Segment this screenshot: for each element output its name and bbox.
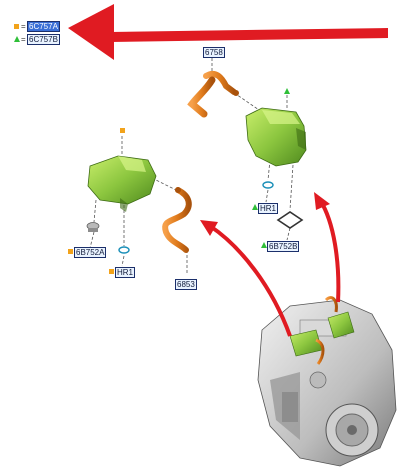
callout-6758: 6758 bbox=[203, 47, 225, 58]
legend-equals-1: = bbox=[21, 22, 26, 31]
hose-6853 bbox=[162, 187, 192, 253]
callout-hr1-right-marker bbox=[252, 204, 258, 210]
callout-hr1-left-marker bbox=[109, 269, 114, 274]
legend-equals-2: = bbox=[21, 35, 26, 44]
clip-hr1-left bbox=[118, 246, 130, 254]
callout-6B752B-marker bbox=[261, 242, 267, 248]
callout-6B752A: 6B752A bbox=[74, 247, 107, 258]
gasket-6B752B bbox=[276, 211, 304, 229]
hose-6758 bbox=[187, 70, 239, 118]
engine-assembly bbox=[257, 296, 397, 467]
right-oil-separator-housing bbox=[245, 107, 307, 167]
legend-triangle-code: 6C757B bbox=[27, 34, 60, 45]
legend-square-marker bbox=[14, 24, 19, 29]
location-arrows bbox=[200, 192, 341, 337]
legend-square-code: 6C757A bbox=[27, 21, 60, 32]
part-marker-square-left bbox=[120, 128, 125, 133]
callout-6853: 6853 bbox=[175, 279, 197, 290]
fitting-6B752A bbox=[86, 222, 100, 232]
callout-6B752B: 6B752B bbox=[267, 241, 300, 252]
legend-triangle-marker bbox=[14, 36, 20, 42]
clip-hr1-right bbox=[262, 181, 274, 189]
legend-pointer-arrow bbox=[68, 4, 388, 60]
callout-hr1-right: HR1 bbox=[258, 203, 279, 214]
callout-hr1-left: HR1 bbox=[115, 267, 136, 278]
part-marker-triangle-right bbox=[284, 88, 290, 94]
left-oil-separator-housing bbox=[87, 155, 157, 212]
callout-6B752A-marker bbox=[68, 249, 73, 254]
